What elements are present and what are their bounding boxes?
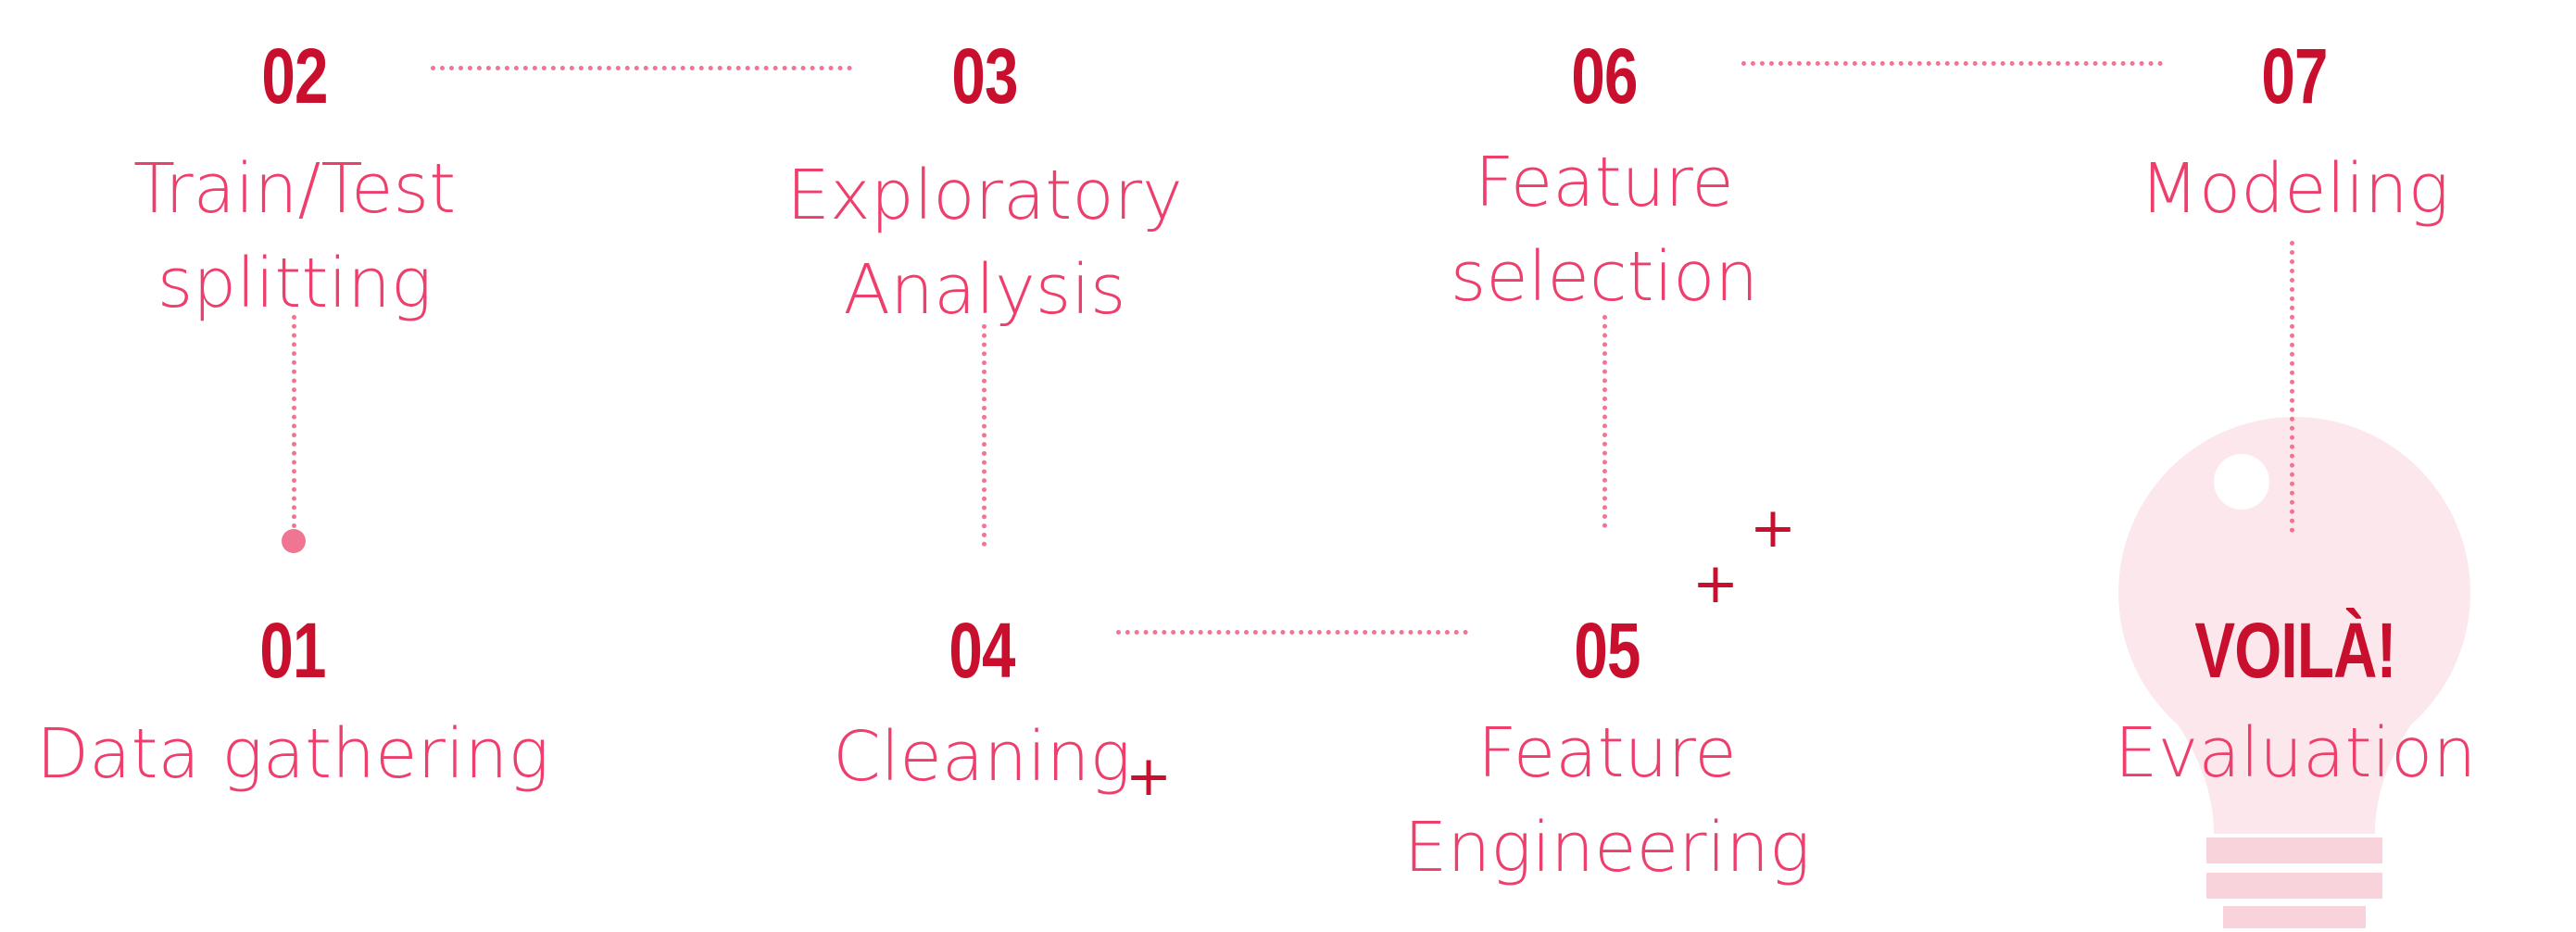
step-01-label: Data gathering: [36, 714, 549, 794]
lightbulb-base: [2206, 838, 2382, 928]
lightbulb-glass: [2118, 417, 2470, 834]
step-02-number: 02: [261, 32, 328, 120]
connector-04-05: [1116, 630, 1468, 635]
step-07-label: Modeling: [2139, 149, 2450, 229]
step-02-label: Train/Test splitting: [132, 149, 457, 323]
plus-decoration: +: [1691, 551, 1740, 616]
step-03-number: 03: [951, 32, 1018, 120]
step-03-label: Exploratory Analysis: [786, 156, 1183, 330]
step-01-number: 01: [259, 607, 326, 694]
step-05-number: 05: [1574, 607, 1640, 694]
connector-02-01: [292, 315, 296, 537]
plus-decoration: +: [1749, 496, 1797, 560]
connector-endpoint-dot: [282, 529, 306, 553]
step-06-number: 06: [1571, 32, 1638, 120]
step-06-label: Feature selection: [1450, 143, 1759, 317]
plus-decoration: +: [1125, 744, 1173, 809]
step-04-number: 04: [949, 607, 1015, 694]
connector-06-05: [1602, 315, 1607, 528]
final-label: Evaluation: [2114, 713, 2477, 793]
connector-07-final: [2290, 241, 2294, 533]
connector-02-03: [431, 66, 852, 70]
step-07-number: 07: [2261, 32, 2328, 120]
step-05-label: Feature Engineering: [1403, 713, 1811, 888]
step-04-label: Cleaning: [833, 717, 1131, 797]
final-headline: VOILÀ!: [2194, 607, 2396, 694]
connector-06-07: [1741, 61, 2163, 66]
connector-03-04: [982, 324, 986, 547]
